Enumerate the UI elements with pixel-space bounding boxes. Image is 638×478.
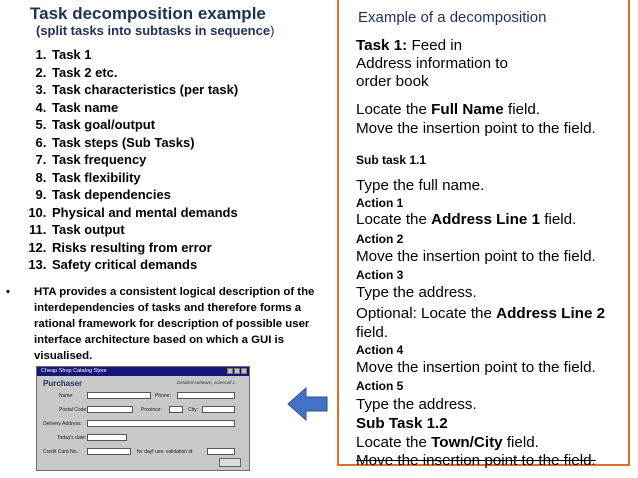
task1-line3: order book	[356, 73, 429, 90]
town-city-term: Town/City	[431, 434, 503, 451]
subtitle-paren: )	[270, 23, 275, 38]
delivery-address-field[interactable]	[87, 420, 235, 427]
task-step-item: Task goal/output	[50, 116, 350, 134]
task-steps-list: Task 1Task 2 etc.Task characteristics (p…	[6, 46, 350, 274]
phone-label: Phone:	[155, 393, 171, 399]
action-5: Action 5	[356, 379, 404, 393]
left-arrow-icon	[287, 386, 328, 422]
gui-heading: Purchaser	[43, 379, 83, 388]
gui-ok-button[interactable]	[219, 458, 241, 467]
subtask-1-1: Sub task 1.1	[356, 153, 427, 167]
task-step-item: Risks resulting from error	[50, 239, 350, 257]
city-field[interactable]	[202, 406, 235, 413]
type-address-1: Type the address.	[356, 284, 477, 301]
field-suffix-2: field.	[540, 211, 577, 228]
task1-label: Task 1:	[356, 37, 408, 54]
todays-date-field[interactable]	[87, 434, 127, 441]
task-step-item: Task 2 etc.	[50, 64, 350, 82]
decomposition-caption: Example of a decomposition	[358, 9, 547, 26]
hta-bullet-text: HTA provides a consistent logical descri…	[34, 286, 315, 362]
locate-town-city: Locate the Town/City field.	[356, 434, 539, 451]
credit-card-field[interactable]	[87, 448, 131, 455]
type-address-2: Type the address.	[356, 396, 477, 413]
optional-prefix: Optional: Locate the	[356, 305, 497, 322]
name-field[interactable]	[87, 392, 151, 399]
action-1: Action 1	[356, 196, 404, 210]
move-insertion-2: Move the insertion point to the field.	[356, 248, 596, 265]
action-2: Action 2	[356, 232, 404, 246]
task1-text: Feed in	[407, 37, 463, 54]
credit-card-label: Credit Card No.:	[43, 449, 80, 455]
task-step-item: Task 1	[50, 46, 350, 64]
phone-field[interactable]	[177, 392, 235, 399]
task1-line: Task 1: Feed in	[356, 37, 462, 54]
address-line-1-term: Address Line 1	[431, 211, 541, 228]
province-field[interactable]	[169, 406, 183, 413]
task-step-item: Task frequency	[50, 151, 350, 169]
optional-locate: Optional: Locate the Address Line 2	[356, 305, 605, 322]
field-word: field.	[356, 324, 389, 341]
move-insertion-4: Move the insertion point to the field.	[356, 452, 596, 469]
move-insertion-3: Move the insertion point to the field.	[356, 359, 596, 376]
task-step-item: Task characteristics (per task)	[50, 81, 350, 99]
subtask-1-2: Sub Task 1.2	[356, 415, 448, 432]
task-step-item: Safety critical demands	[50, 256, 350, 274]
action-3: Action 3	[356, 268, 404, 282]
hta-bullet: • HTA provides a consistent logical desc…	[6, 284, 316, 364]
locate-address-line-1: Locate the Address Line 1 field.	[356, 211, 576, 228]
move-insertion-1: Move the insertion point to the field.	[356, 120, 596, 137]
type-full-name: Type the full name.	[356, 177, 485, 194]
slide-subtitle: (split tasks into subtasks in sequence)	[36, 23, 274, 38]
close-icon[interactable]	[241, 368, 247, 374]
gui-window-buttons	[226, 368, 247, 378]
gui-flavor-text: Detailed software, sciencell 1	[176, 380, 235, 385]
bullet-dot-icon: •	[6, 286, 10, 298]
gui-window: Cheap Shop Catalog Store Purchaser Detai…	[36, 366, 250, 471]
city-label: City:	[188, 407, 198, 413]
maximize-icon[interactable]	[234, 368, 240, 374]
locate-full-name: Locate the Full Name field.	[356, 101, 540, 118]
locate-prefix-3: Locate the	[356, 434, 432, 451]
gui-window-title: Cheap Shop Catalog Store	[41, 368, 107, 374]
subtitle-text: (split tasks into subtasks in sequence	[36, 23, 271, 38]
task-step-item: Task steps (Sub Tasks)	[50, 134, 350, 152]
task-step-item: Task output	[50, 221, 350, 239]
minimize-icon[interactable]	[227, 368, 233, 374]
validation-label: for dayf use: validation id:	[137, 449, 194, 455]
validation-field[interactable]	[207, 448, 235, 455]
decomposition-box	[337, 0, 630, 466]
address-line-2-term: Address Line 2	[496, 305, 606, 322]
postal-code-field[interactable]	[87, 406, 133, 413]
task-step-item: Task name	[50, 99, 350, 117]
full-name-term: Full Name	[431, 101, 504, 118]
task-step-item: Task flexibility	[50, 169, 350, 187]
task-step-item: Physical and mental demands	[50, 204, 350, 222]
locate-prefix: Locate the	[356, 101, 432, 118]
slide-title: Task decomposition example	[30, 4, 266, 23]
field-suffix-3: field.	[502, 434, 539, 451]
delivery-address-label: Delivery Address:	[43, 421, 82, 427]
postal-code-label: Postal Code:	[59, 407, 88, 413]
gui-titlebar: Cheap Shop Catalog Store	[37, 367, 249, 376]
action-4: Action 4	[356, 343, 404, 357]
task-step-item: Task dependencies	[50, 186, 350, 204]
name-label: Name:	[59, 393, 74, 399]
locate-prefix-2: Locate the	[356, 211, 432, 228]
province-label: Province:	[141, 407, 162, 413]
field-suffix: field.	[503, 101, 541, 118]
todays-date-label: Today's date:	[57, 435, 87, 441]
task1-line2: Address information to	[356, 55, 508, 72]
